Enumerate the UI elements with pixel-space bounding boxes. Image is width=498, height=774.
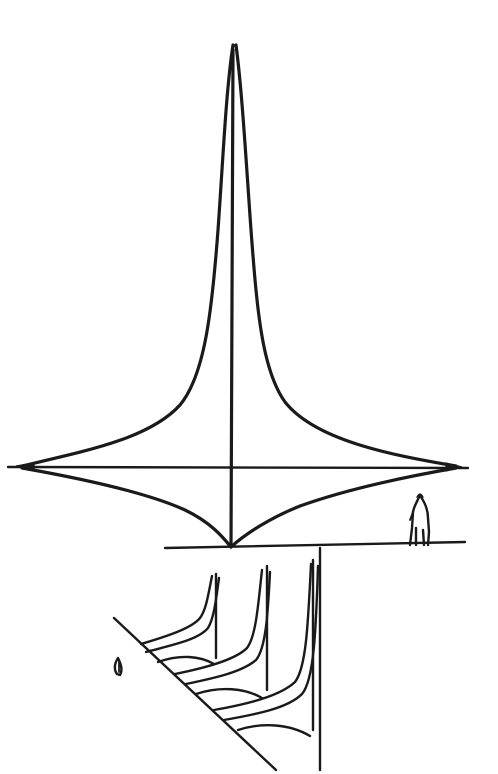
- vault-rib-3: [212, 558, 320, 738]
- vault-perspective: [112, 546, 322, 772]
- spire-horizontal-chord: [6, 465, 470, 470]
- human-figure-icon: [408, 493, 431, 547]
- vault-rib-1: [139, 572, 221, 666]
- spire-elevation: [6, 43, 470, 549]
- spire-lower-right-curve: [229, 466, 458, 549]
- ground-line: [163, 540, 467, 550]
- small-figure-icon: [113, 656, 123, 677]
- spire-left-outline: [20, 43, 235, 468]
- spire-right-tip: [445, 462, 463, 472]
- spire-central-mast: [229, 48, 235, 548]
- spire-lower-left-curve: [20, 466, 233, 549]
- spire-right-outline: [234, 43, 458, 468]
- vault-rib-2: [173, 564, 272, 700]
- spire-left-tip: [15, 462, 35, 471]
